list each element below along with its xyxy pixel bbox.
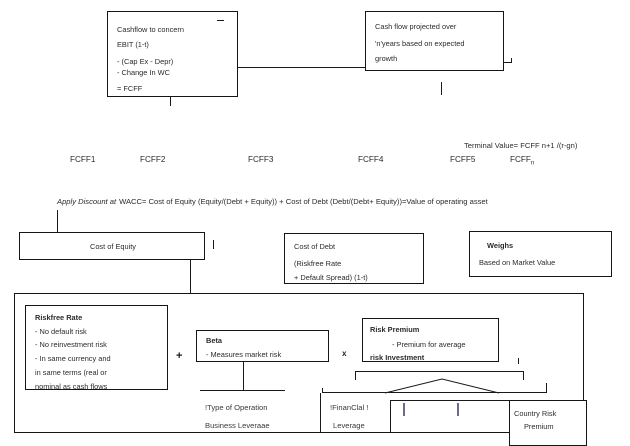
riskfree-title: Riskfree Rate bbox=[35, 313, 83, 322]
projection-drop-stub bbox=[441, 82, 442, 95]
projection-line-1: Cash flow projected over bbox=[375, 22, 457, 31]
risk-premium-bracket-top bbox=[355, 371, 523, 372]
risk-premium-bracket-left bbox=[355, 371, 356, 380]
projection-line-3: growth bbox=[375, 54, 398, 63]
beta-title: Beta bbox=[206, 336, 223, 345]
cashflow-line-4: - Change In WC bbox=[117, 68, 170, 77]
risk-bar-tick-2 bbox=[457, 403, 459, 416]
cost-of-debt-line-3: + Default Spread) (1-t) bbox=[294, 273, 368, 282]
wacc-formula-body: WACC= Cost of Equity (Equity/(Debt + Equ… bbox=[119, 197, 488, 206]
financial-leverage-label-2: Leverage bbox=[333, 421, 365, 430]
riskfree-line-4: in same terms (real or bbox=[35, 368, 107, 377]
country-risk-line-1: Country Risk bbox=[514, 409, 557, 418]
beta-driver-label-2: Business Leveraae bbox=[205, 421, 270, 430]
risk-premium-line-2: risk Investment bbox=[370, 353, 425, 362]
cost-of-debt-line-1: Cost of Debt bbox=[294, 242, 336, 251]
cashflow-drop-stub bbox=[170, 97, 171, 106]
fcff-item-5: FCFF5 bbox=[450, 155, 476, 164]
risk-premium-title: Risk Premium bbox=[370, 325, 420, 334]
country-risk-line-2: Premium bbox=[524, 422, 554, 431]
cost-of-equity-box: Cost of Equity bbox=[19, 232, 205, 260]
beta-driver-label-1: !Type of Operation bbox=[205, 403, 268, 412]
risk-premium-right-tick bbox=[518, 358, 519, 364]
fcff-item-3: FCFF3 bbox=[248, 155, 274, 164]
financial-leverage-label-1: !FinanClal ! bbox=[330, 403, 369, 412]
fcff-item-n-label: FCFF bbox=[510, 155, 531, 164]
fcff-item-4: FCFF4 bbox=[358, 155, 384, 164]
fcff-item-n: FCFFn bbox=[510, 155, 534, 167]
risk-premium-lower-bracket-left bbox=[322, 388, 323, 393]
projection-line-2: 'n'years based on expected bbox=[375, 39, 465, 48]
wacc-bracket-left-drop bbox=[57, 210, 58, 232]
country-risk-premium-box: Country Risk Premium bbox=[509, 400, 587, 446]
projection-right-stub bbox=[504, 62, 512, 63]
beta-box: Beta - Measures market risk bbox=[196, 330, 329, 362]
projection-right-stub-tick bbox=[511, 58, 512, 63]
risk-premium-line-1: - Premium for average bbox=[392, 340, 466, 349]
cost-of-equity-down-connector bbox=[190, 260, 191, 293]
riskfree-line-3: - In same currency and bbox=[35, 354, 111, 363]
cost-of-debt-box: Cost of Debt (Riskfree Rate + Default Sp… bbox=[284, 233, 424, 284]
cashflow-to-concern-box: Cashflow to concern EBIT (1-t) - (Cap Ex… bbox=[107, 11, 238, 97]
connector-cashflow-to-projection bbox=[238, 67, 365, 68]
cashflow-line-1: Cashflow to concern bbox=[117, 25, 184, 34]
cost-of-debt-line-2: (Riskfree Rate bbox=[294, 259, 342, 268]
riskfree-rate-box: Riskfree Rate - No default risk - No rei… bbox=[25, 305, 168, 391]
cost-of-equity-right-tick bbox=[213, 240, 214, 249]
riskfree-line-2: - No reinvestment risk bbox=[35, 340, 107, 349]
risk-bar-tick-1 bbox=[403, 403, 405, 416]
beta-driver-bracket bbox=[200, 390, 285, 391]
cash-flow-projected-box: Cash flow projected over 'n'years based … bbox=[365, 11, 504, 71]
beta-line-1: - Measures market risk bbox=[206, 350, 282, 359]
risk-premium-box: Risk Premium - Premium for average risk … bbox=[362, 318, 499, 362]
cashflow-box-top-tick bbox=[217, 20, 224, 21]
riskfree-line-5: nominal as cash flows bbox=[35, 382, 108, 391]
wacc-formula-prefix: Apply Discount at bbox=[57, 197, 117, 206]
risk-premium-lower-bracket-right bbox=[546, 383, 547, 393]
risk-premium-bracket-right bbox=[523, 371, 524, 380]
plus-operator: + bbox=[176, 350, 183, 362]
times-operator: x bbox=[342, 349, 347, 358]
cost-of-equity-title: Cost of Equity bbox=[89, 242, 136, 251]
fcff-item-1: FCFF1 bbox=[70, 155, 96, 164]
terminal-value-label: Terminal Value= FCFF n+1 /(r-gn) bbox=[464, 141, 578, 150]
riskfree-line-1: - No default risk bbox=[35, 327, 87, 336]
cashflow-line-5: = FCFF bbox=[117, 84, 143, 93]
risk-premium-lower-bracket bbox=[322, 392, 547, 393]
fcff-item-2: FCFF2 bbox=[140, 155, 166, 164]
risk-premium-peak-shape bbox=[384, 378, 500, 394]
weights-box: Weighs Based on Market Value bbox=[469, 231, 612, 277]
fcff-item-n-subscript: n bbox=[530, 160, 535, 167]
beta-drop-connector bbox=[243, 362, 244, 390]
cashflow-line-2: EBIT (1-t) bbox=[117, 40, 149, 49]
weights-subtitle: Based on Market Value bbox=[479, 258, 556, 267]
risk-premium-inner-bracket bbox=[390, 400, 509, 401]
cashflow-line-3: - (Cap Ex - Depr) bbox=[117, 57, 174, 66]
bottom-divider-left bbox=[320, 393, 321, 433]
bottom-divider-mid bbox=[390, 400, 391, 433]
weights-title: Weighs bbox=[487, 241, 514, 250]
